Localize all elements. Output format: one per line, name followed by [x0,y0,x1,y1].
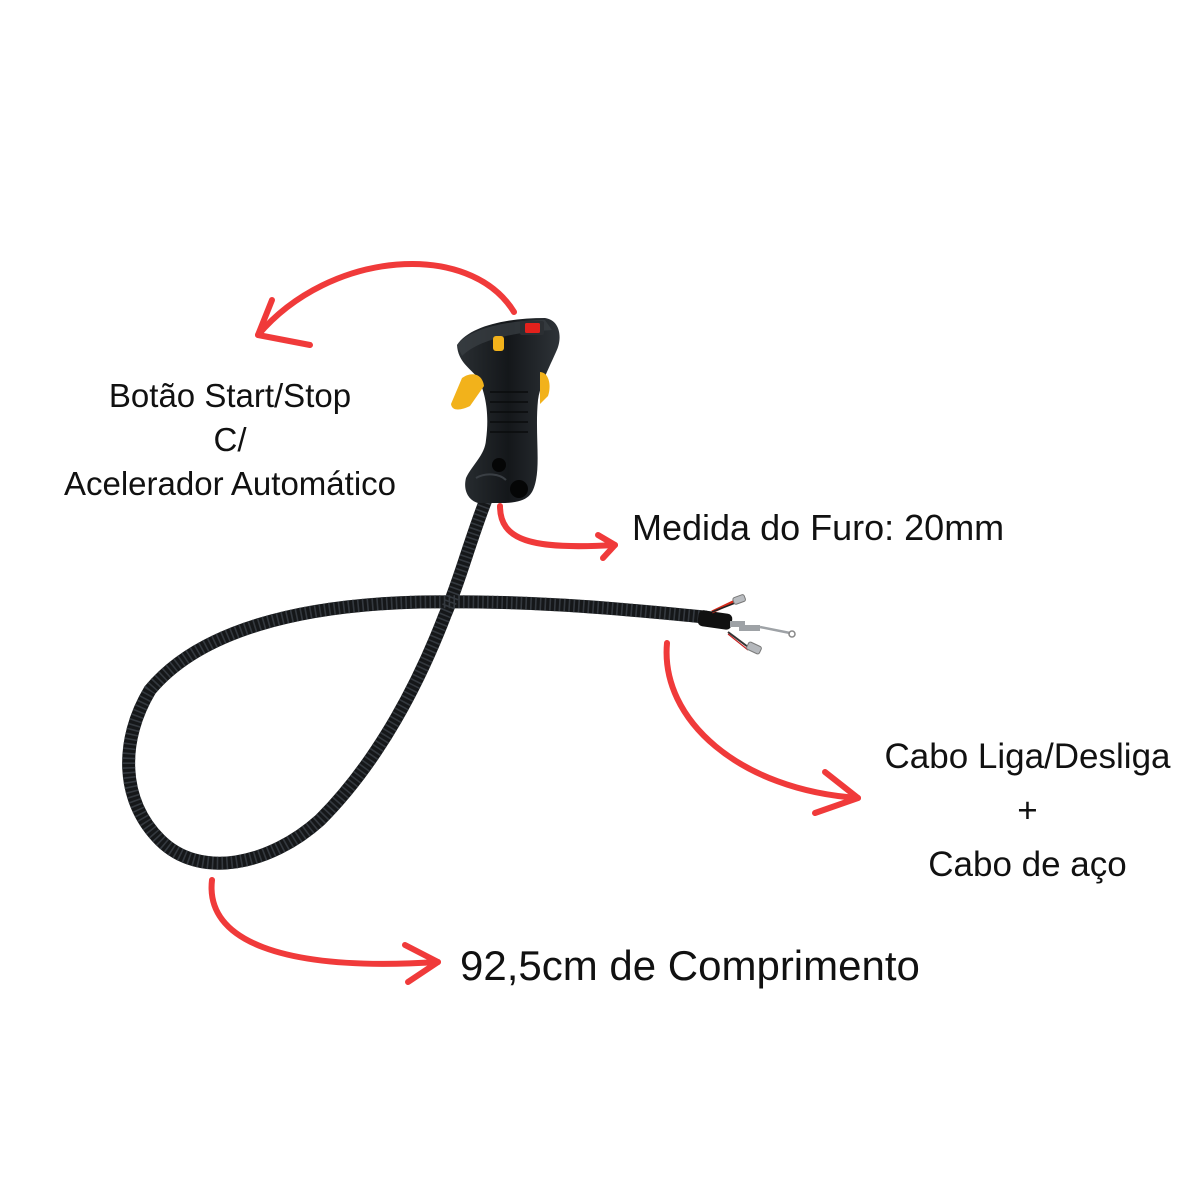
red-arrow-icon [663,640,861,816]
throttle-handle-icon [451,318,560,503]
cable-end-connectors-icon [697,594,796,655]
start-stop-label-line1: Botão Start/Stop [108,377,352,414]
cables-label-line3: Cabo de aço [928,845,1127,884]
red-arrow-icon [497,503,618,561]
cables-label-line2: + [1017,791,1038,830]
corrugated-cable-icon [122,490,712,870]
cables-label-line1: Cabo Liga/Desliga [884,737,1171,776]
length-label: 92,5cm de Comprimento [460,942,920,989]
start-stop-label-line2: C/ [213,421,247,458]
cables-label: Cabo Liga/Desliga + Cabo de aço [860,730,1195,892]
start-stop-label-line3: Acelerador Automático [63,465,396,502]
start-stop-label: Botão Start/Stop C/ Acelerador Automátic… [30,374,430,506]
red-arrow-icon [208,877,441,985]
hole-size-label: Medida do Furo: 20mm [632,507,1005,548]
red-arrow-icon [255,261,517,348]
